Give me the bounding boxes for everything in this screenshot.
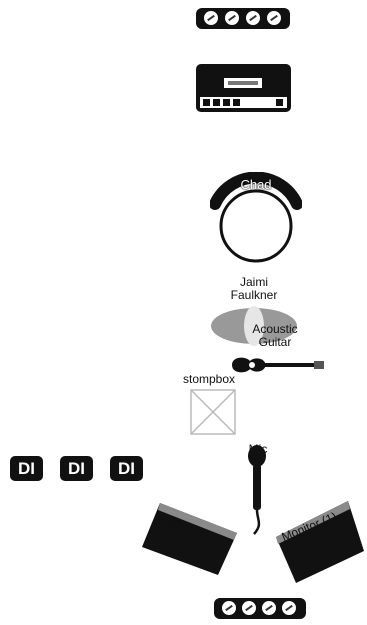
performer-oval-jaimi xyxy=(211,306,297,346)
knob-icon xyxy=(282,601,296,615)
monitor-wedge-left xyxy=(142,503,237,575)
performer-circle-chad xyxy=(210,172,302,263)
di-label: DI xyxy=(18,459,35,478)
knob-icon xyxy=(225,11,239,25)
knob-icon xyxy=(246,11,260,25)
microphone-icon xyxy=(248,445,266,535)
performer-label-jaimi: Jaimi Faulkner xyxy=(230,275,278,302)
knob-icon xyxy=(204,11,218,25)
knob-icon xyxy=(267,11,281,25)
knob-icon xyxy=(222,601,236,615)
snake-box-bottom xyxy=(214,598,306,619)
di-box: DI xyxy=(60,456,93,481)
di-box: DI xyxy=(10,456,43,481)
di-label: DI xyxy=(118,459,135,478)
di-boxes: DI DI DI xyxy=(10,456,170,481)
monitor-wedge-right xyxy=(276,501,364,583)
di-box: DI xyxy=(110,456,143,481)
di-label: DI xyxy=(68,459,85,478)
instrument-label-stompbox: stompbox xyxy=(182,372,236,386)
mixer-icon xyxy=(196,64,291,112)
acoustic-guitar-icon xyxy=(232,357,324,373)
instrument-label-acoustic-guitar: Acoustic Guitar xyxy=(252,322,298,349)
stompbox-icon xyxy=(190,389,236,435)
knob-icon xyxy=(262,601,276,615)
performer-label-chad: Chad xyxy=(240,177,272,192)
snake-box-top xyxy=(196,8,290,29)
knob-icon xyxy=(242,601,256,615)
